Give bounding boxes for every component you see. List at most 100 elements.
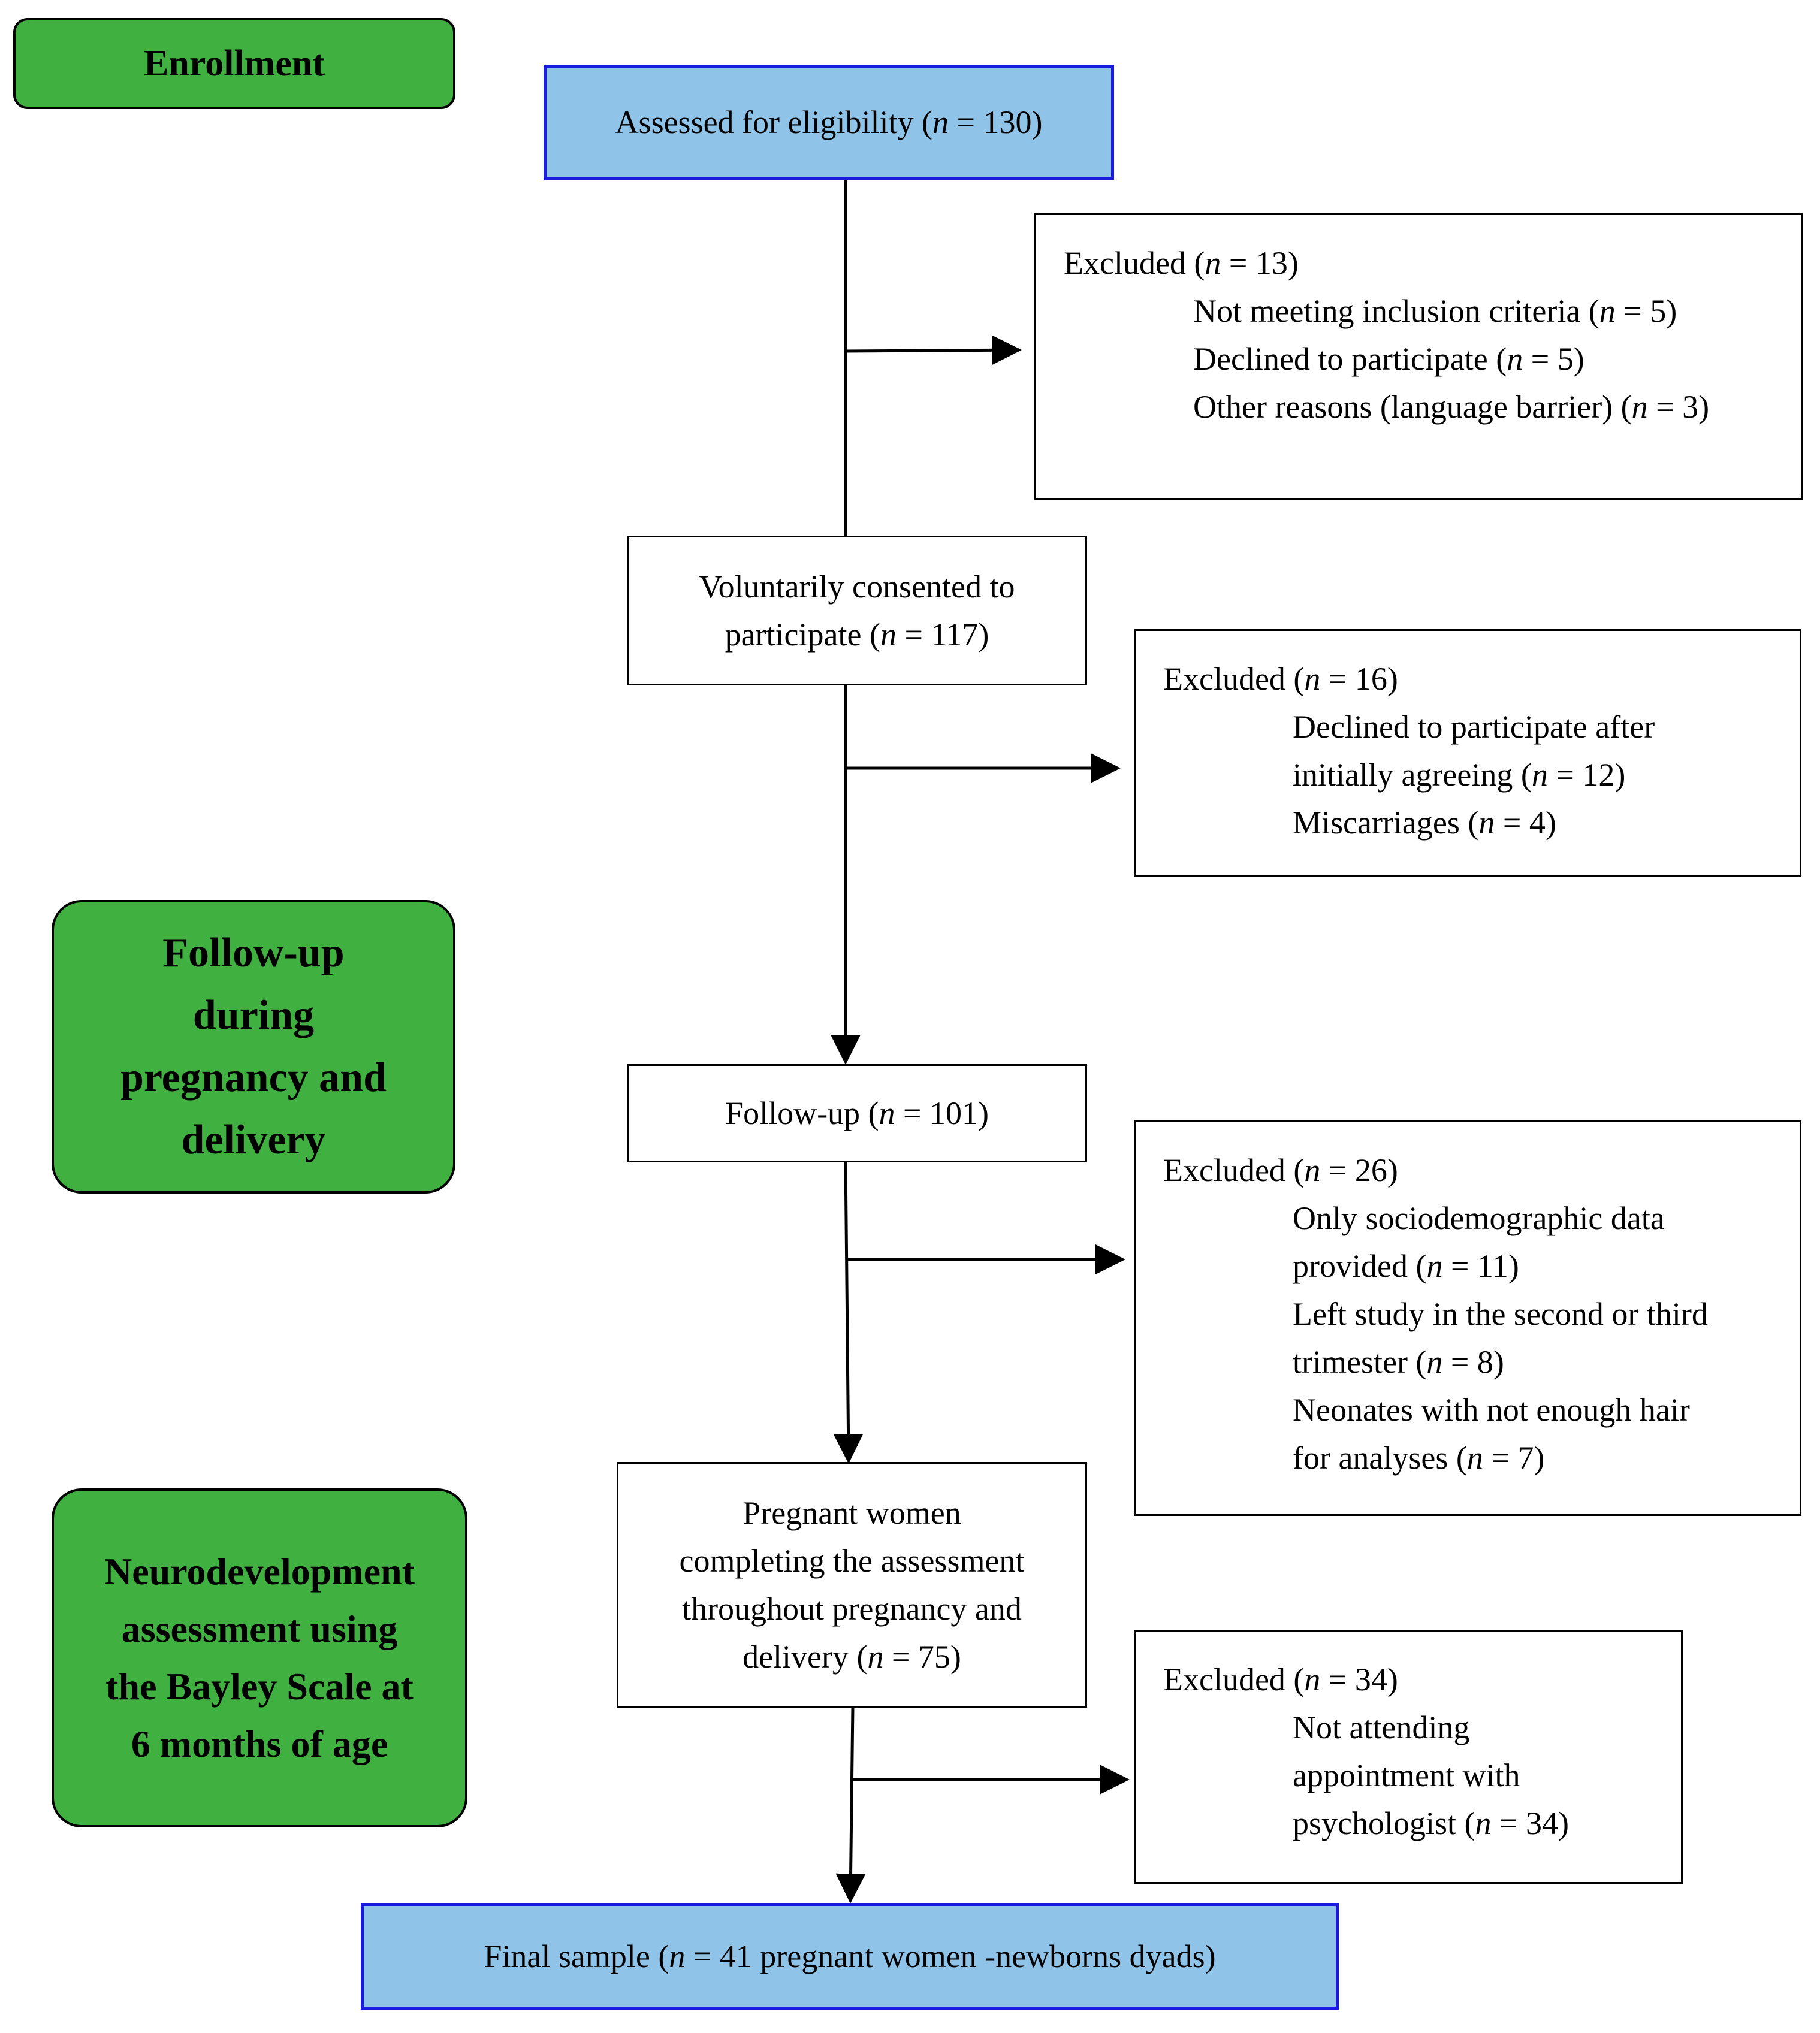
- n-symbol: n: [1466, 1440, 1483, 1476]
- excluded-reason: initially agreeing (n = 12): [1163, 751, 1800, 799]
- excl-text: trimester (: [1293, 1344, 1427, 1380]
- arrow-completing-final: [835, 1706, 866, 1904]
- arrow-followup-completing: [833, 1161, 864, 1464]
- excl-text: = 16): [1320, 661, 1398, 697]
- stage-followup-line: pregnancy and: [120, 1055, 387, 1101]
- n-symbol: n: [669, 1938, 686, 1974]
- box-excluded-3: Excluded (n = 26) Only sociodemographic …: [1134, 1120, 1801, 1516]
- box-text: Pregnant women: [743, 1495, 961, 1531]
- excl-text: Excluded (: [1163, 1662, 1305, 1697]
- box-excluded-4: Excluded (n = 34) Not attending appointm…: [1134, 1630, 1683, 1884]
- stage-neuro-line: the Bayley Scale at: [105, 1665, 414, 1708]
- excl-text: = 8): [1442, 1344, 1504, 1380]
- stage-followup-line: delivery: [181, 1117, 326, 1163]
- stage-enrollment: Enrollment: [13, 18, 455, 109]
- excl-text: initially agreeing (: [1293, 757, 1532, 793]
- box-text: = 41 pregnant women -newborns dyads): [685, 1938, 1216, 1974]
- n-symbol: n: [1531, 757, 1548, 793]
- excluded-reason: psychologist (n = 34): [1163, 1799, 1681, 1847]
- excl-text: = 34): [1491, 1805, 1569, 1841]
- excl-text: = 11): [1442, 1248, 1519, 1284]
- box-text: Voluntarily consented to: [699, 569, 1015, 605]
- n-symbol: n: [1304, 1662, 1321, 1697]
- excl-text: = 3): [1647, 389, 1710, 425]
- excluded-heading: Excluded (n = 26): [1163, 1146, 1800, 1194]
- excl-text: Other reasons (language barrier) (: [1193, 389, 1632, 425]
- excl-text: provided (: [1293, 1248, 1427, 1284]
- excluded-reason: Left study in the second or third: [1293, 1296, 1708, 1332]
- box-text: throughout pregnancy and: [682, 1591, 1022, 1627]
- excluded-heading: Excluded (n = 16): [1163, 655, 1800, 703]
- excl-text: Excluded (: [1163, 1152, 1305, 1188]
- n-symbol: n: [1304, 1152, 1321, 1188]
- box-text: = 117): [896, 617, 989, 653]
- stage-enrollment-label: Enrollment: [144, 43, 325, 84]
- excluded-heading: Excluded (n = 13): [1064, 239, 1801, 287]
- excluded-reason: Only sociodemographic data: [1293, 1200, 1665, 1236]
- n-symbol: n: [1478, 805, 1495, 841]
- arrow-to-excluded-1: [845, 335, 1022, 365]
- n-symbol: n: [1426, 1344, 1443, 1380]
- stage-followup-line: Follow-up: [162, 930, 345, 976]
- n-symbol: n: [1631, 389, 1648, 425]
- excl-text: = 26): [1320, 1152, 1398, 1188]
- box-text: = 75): [883, 1639, 961, 1675]
- stage-neuro-line: Neurodevelopment: [104, 1550, 415, 1593]
- n-symbol: n: [880, 617, 897, 653]
- stage-neuro-line: assessment using: [121, 1608, 398, 1650]
- excl-text: = 4): [1495, 805, 1556, 841]
- n-symbol: n: [1507, 341, 1523, 377]
- box-text: = 101): [895, 1095, 989, 1131]
- excl-text: = 34): [1320, 1662, 1398, 1697]
- excl-text: for analyses (: [1293, 1440, 1467, 1476]
- excluded-reason: Miscarriages (n = 4): [1163, 799, 1800, 847]
- n-symbol: n: [1599, 293, 1616, 329]
- excl-text: Declined to participate (: [1193, 341, 1507, 377]
- excl-text: Excluded (: [1163, 661, 1305, 697]
- box-consented: Voluntarily consented to participate (n …: [627, 536, 1087, 685]
- stage-neuro-line: 6 months of age: [131, 1723, 388, 1765]
- excluded-reason: Other reasons (language barrier) (n = 3): [1064, 383, 1801, 431]
- box-text: delivery (: [743, 1639, 868, 1675]
- excluded-reason: trimester (n = 8): [1163, 1338, 1800, 1386]
- box-text: Assessed for eligibility (: [615, 104, 932, 140]
- excl-text: = 5): [1523, 341, 1584, 377]
- excl-text: = 7): [1483, 1440, 1545, 1476]
- excluded-reason: provided (n = 11): [1163, 1242, 1800, 1290]
- excluded-heading: Excluded (n = 34): [1163, 1656, 1681, 1703]
- box-final-sample: Final sample (n = 41 pregnant women -new…: [361, 1903, 1339, 2010]
- excluded-reason: for analyses (n = 7): [1163, 1434, 1800, 1482]
- excl-text: Miscarriages (: [1293, 805, 1479, 841]
- box-excluded-1: Excluded (n = 13) Not meeting inclusion …: [1034, 213, 1803, 500]
- excluded-reason: Declined to participate (n = 5): [1064, 335, 1801, 383]
- box-completing-assessment: Pregnant women completing the assessment…: [617, 1462, 1087, 1708]
- box-text: participate (: [725, 617, 880, 653]
- n-symbol: n: [879, 1095, 895, 1131]
- excl-text: psychologist (: [1293, 1805, 1475, 1841]
- excluded-reason: Not meeting inclusion criteria (n = 5): [1064, 287, 1801, 335]
- box-assessed-eligibility: Assessed for eligibility (n = 130): [544, 65, 1114, 180]
- excluded-reason: appointment with: [1293, 1757, 1520, 1793]
- excl-text: Excluded (: [1064, 245, 1205, 281]
- n-symbol: n: [932, 104, 949, 140]
- box-text: Final sample (: [484, 1938, 669, 1974]
- n-symbol: n: [867, 1639, 884, 1675]
- stage-neurodevelopment: Neurodevelopment assessment using the Ba…: [52, 1488, 467, 1827]
- box-excluded-2: Excluded (n = 16) Declined to participat…: [1134, 629, 1801, 877]
- excl-text: Not meeting inclusion criteria (: [1193, 293, 1599, 329]
- excl-text: = 5): [1615, 293, 1677, 329]
- stage-followup-line: during: [192, 992, 315, 1038]
- excl-text: = 13): [1221, 245, 1299, 281]
- box-text: completing the assessment: [679, 1543, 1025, 1579]
- stage-followup: Follow-up during pregnancy and delivery: [52, 900, 455, 1194]
- excluded-reason: Declined to participate after: [1293, 709, 1655, 745]
- box-followup: Follow-up (n = 101): [627, 1064, 1087, 1162]
- box-text: Follow-up (: [725, 1095, 879, 1131]
- n-symbol: n: [1475, 1805, 1492, 1841]
- excluded-reason: Neonates with not enough hair: [1293, 1392, 1690, 1428]
- box-text: = 130): [949, 104, 1043, 140]
- excluded-reason: Not attending: [1293, 1709, 1470, 1745]
- n-symbol: n: [1304, 661, 1321, 697]
- n-symbol: n: [1205, 245, 1221, 281]
